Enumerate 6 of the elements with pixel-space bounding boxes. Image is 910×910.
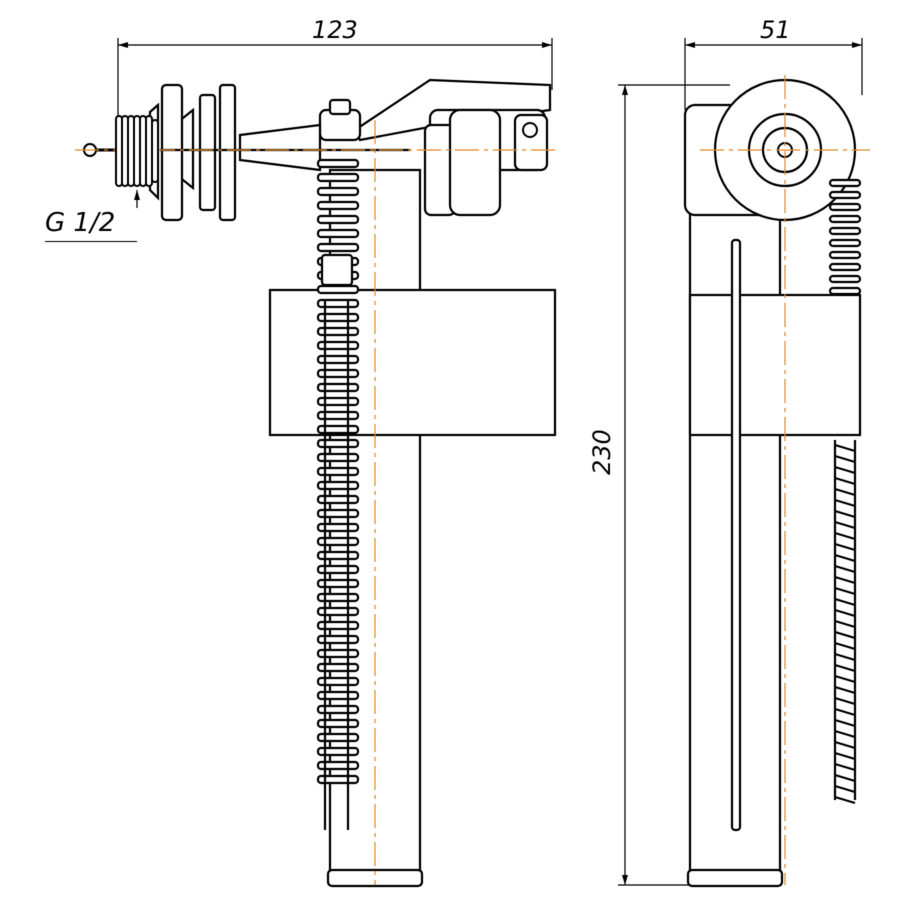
dimension-label: 230 [590,429,614,475]
dimension-label: 51 [760,18,791,42]
thread-label: G 1/2 [45,208,137,242]
inlet-thread-drawing [114,112,160,190]
dimension-label: 123 [312,18,358,42]
leader-line [134,190,140,208]
